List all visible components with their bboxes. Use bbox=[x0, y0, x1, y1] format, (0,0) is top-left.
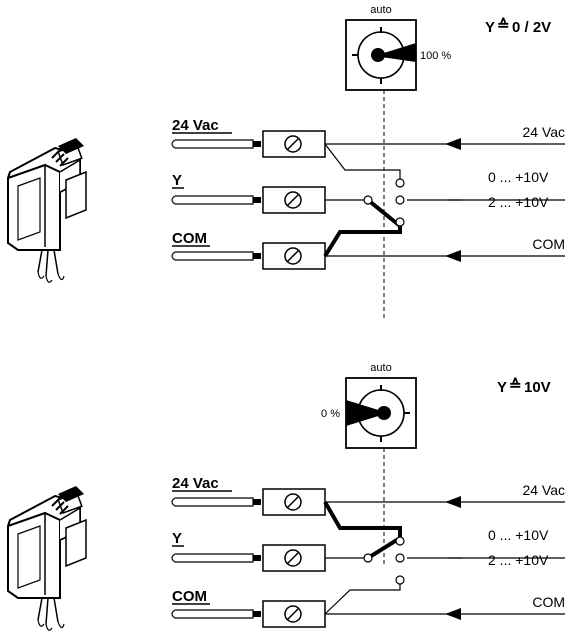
right-label-range-a: 0 ... +10V bbox=[488, 527, 549, 543]
formula-symbol: ≙ bbox=[497, 17, 510, 34]
formula-prefix: Y bbox=[485, 19, 495, 36]
right-label-common: COM bbox=[532, 236, 565, 252]
right-label-supply: 24 Vac bbox=[522, 482, 565, 498]
terminal-screw-icon bbox=[262, 242, 326, 270]
arrow-left-icon bbox=[445, 250, 461, 262]
right-label-range-b: 2 ... +10V bbox=[488, 552, 549, 568]
wire-label-supply: 24 Vac bbox=[172, 117, 219, 134]
wire-label-common: COM bbox=[172, 588, 207, 605]
right-label-range-a: 0 ... +10V bbox=[488, 169, 549, 185]
actuator-icon bbox=[7, 137, 87, 284]
wire-label-signal: Y bbox=[172, 172, 182, 189]
terminal-screw-icon bbox=[262, 130, 326, 158]
arrow-left-icon bbox=[445, 138, 461, 150]
dial-label: auto bbox=[370, 4, 391, 16]
terminal-screw-icon bbox=[262, 600, 326, 628]
actuator-icon bbox=[7, 485, 87, 632]
dial-setting: 0 % bbox=[321, 408, 340, 420]
formula-symbol: ≙ bbox=[509, 377, 522, 394]
switch-contact-icon bbox=[363, 178, 405, 227]
right-label-range-b: 2 ... +10V bbox=[488, 194, 549, 210]
switch-contact-icon bbox=[363, 536, 405, 585]
terminal-screw-icon bbox=[262, 488, 326, 516]
dial-setting: 100 % bbox=[420, 50, 451, 62]
terminal-screw-icon bbox=[262, 544, 326, 572]
rotary-dial-icon bbox=[345, 19, 417, 91]
formula-prefix: Y bbox=[497, 379, 507, 396]
right-label-supply: 24 Vac bbox=[522, 124, 565, 140]
right-label-common: COM bbox=[532, 594, 565, 610]
wire-label-common: COM bbox=[172, 230, 207, 247]
panel-bottom: auto 0 % Y ≙ 10V 24 Vac Y COM bbox=[7, 362, 565, 632]
formula-value: 0 / 2V bbox=[512, 19, 551, 36]
arrow-left-icon bbox=[445, 608, 461, 620]
formula-value: 10V bbox=[524, 379, 551, 396]
wire-label-supply: 24 Vac bbox=[172, 475, 219, 492]
terminal-screw-icon bbox=[262, 186, 326, 214]
rotary-dial-icon bbox=[345, 377, 417, 449]
wire-label-signal: Y bbox=[172, 530, 182, 547]
arrow-left-icon bbox=[445, 496, 461, 508]
dial-label: auto bbox=[370, 362, 391, 374]
panel-top: auto 100 % Y ≙ 0 / 2V 24 Vac Y COM bbox=[7, 4, 565, 318]
